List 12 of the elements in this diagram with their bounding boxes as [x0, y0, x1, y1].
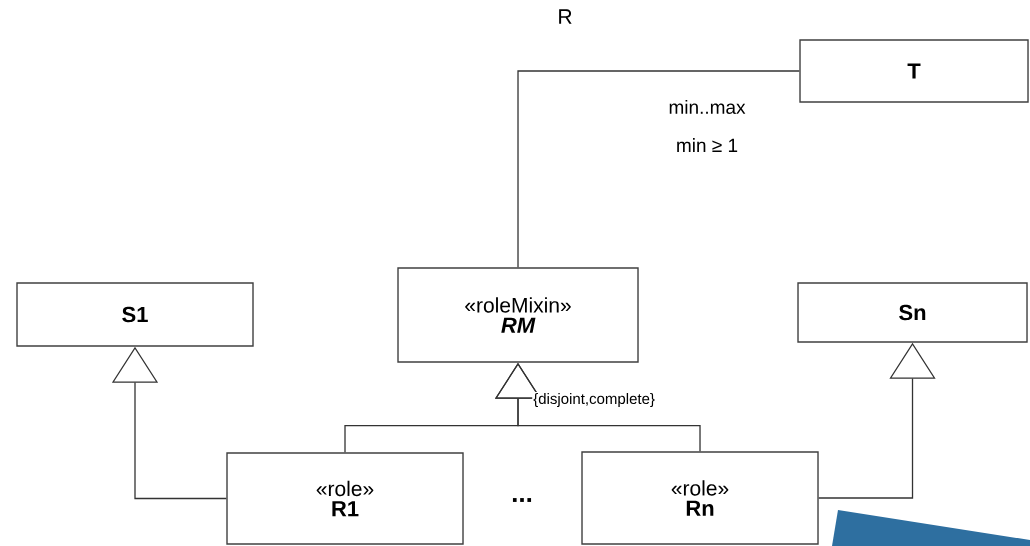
role-box: «role» R1 [226, 452, 464, 545]
role-mixin-box: «roleMixin» RM [397, 267, 639, 363]
ellipsis: ... [512, 498, 532, 502]
multiplicity-label: min..max [669, 100, 746, 114]
class-box: T [799, 39, 1029, 103]
edge-label: {disjoint,complete} [532, 392, 656, 408]
edge-label: R [556, 8, 574, 25]
association-line [517, 70, 800, 268]
multiplicity-label: min ≥ 1 [677, 138, 738, 152]
role-box: «role» Rn [581, 451, 819, 545]
class-box: S1 [16, 282, 254, 347]
class-box: Sn [797, 282, 1028, 343]
